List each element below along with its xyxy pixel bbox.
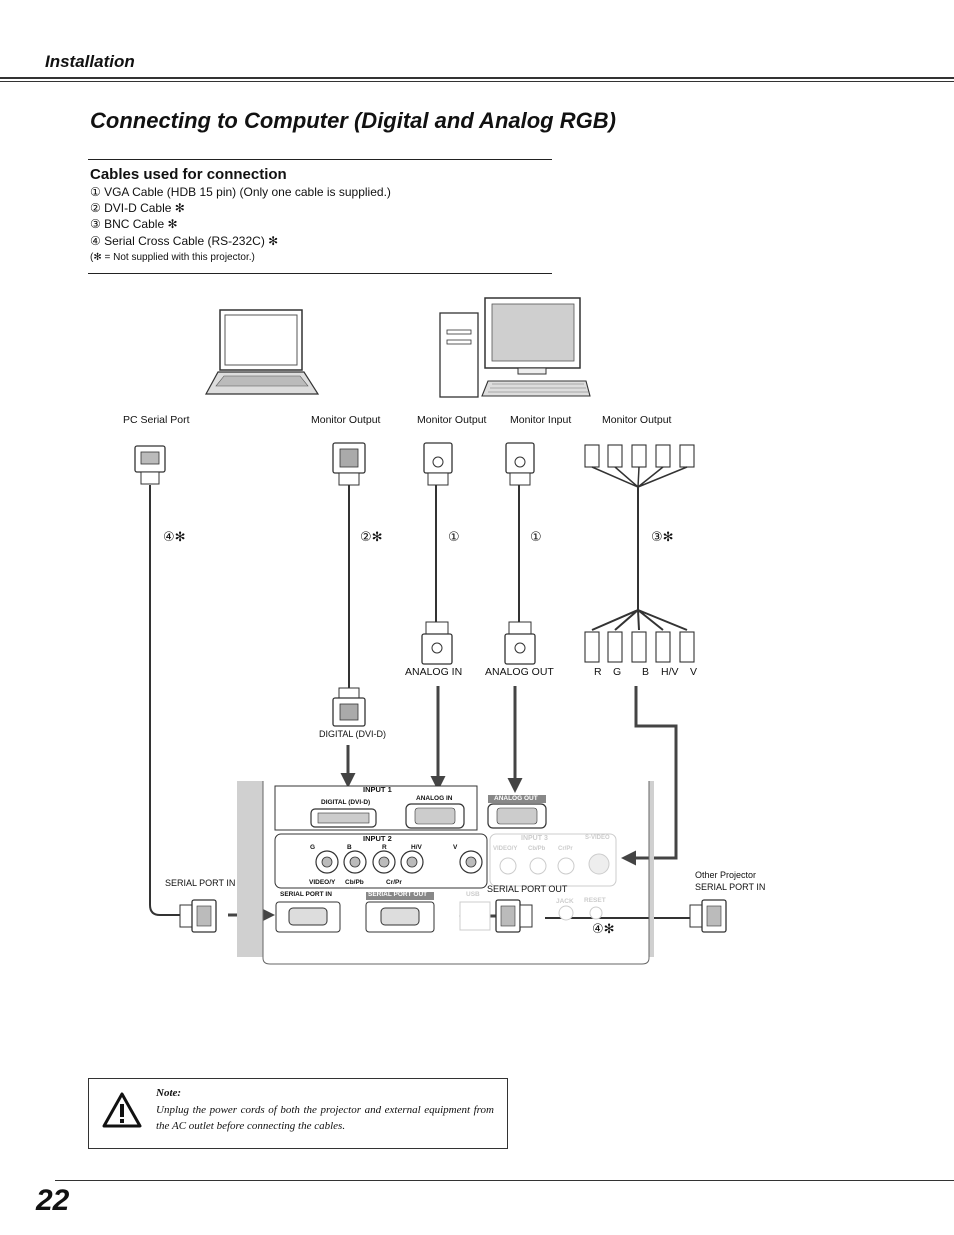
cables-heading: Cables used for connection [90, 166, 287, 183]
bnc-plug-icon [584, 631, 695, 663]
panel-bnc-b: B [347, 844, 352, 851]
note-text: Unplug the power cords of both the proje… [156, 1104, 494, 1132]
cable-marker: ④✻ [163, 529, 186, 544]
label-monitor-output: Monitor Output [311, 414, 381, 426]
bnc-connector-icon [584, 444, 695, 488]
footer-rule [55, 1180, 954, 1181]
label-bnc-r: R [594, 666, 602, 678]
page-title: Connecting to Computer (Digital and Anal… [90, 108, 616, 133]
label-bnc-hv: H/V [661, 666, 679, 678]
panel-jack: JACK [556, 898, 574, 905]
panel-input3-cb: Cb/Pb [528, 846, 546, 852]
cable-marker: ④✻ [592, 921, 615, 936]
panel-serial-out: SERIAL PORT OUT [368, 891, 428, 898]
projector-panel [237, 781, 654, 965]
panel-bnc-v: V [453, 844, 458, 851]
dvi-plug-icon [332, 687, 366, 727]
panel-usb: USB [466, 891, 480, 898]
panel-reset: RESET [584, 897, 606, 904]
panel-serial-in: SERIAL PORT IN [280, 891, 332, 898]
panel-bnc-hv: H/V [411, 844, 422, 851]
panel-input3: INPUT 3 [521, 835, 548, 842]
cables-bottom-rule [88, 273, 552, 274]
label-serial-port-in: SERIAL PORT IN [165, 878, 236, 888]
cable-item: ③ BNC Cable ✻ [90, 217, 178, 231]
page-number: 22 [36, 1184, 70, 1217]
cables-top-rule [88, 159, 552, 160]
panel-video-y: VIDEO/Y [309, 879, 336, 886]
panel-input1: INPUT 1 [363, 785, 392, 794]
section-title: Installation [45, 52, 135, 71]
dvi-connector-icon [332, 442, 366, 486]
serial-plug-icon [495, 899, 533, 933]
cable-marker: ① [448, 529, 460, 544]
label-monitor-input: Monitor Input [510, 414, 572, 426]
panel-bnc-r: R [382, 844, 387, 851]
panel-s-video: S-VIDEO [585, 835, 610, 841]
label-bnc-v: V [690, 666, 698, 678]
label-bnc-g: G [613, 666, 622, 678]
panel-input3-cr: Cr/Pr [558, 846, 573, 852]
laptop-icon [204, 309, 320, 395]
label-bnc-b: B [642, 666, 650, 678]
panel-digital: DIGITAL (DVI-D) [321, 799, 371, 806]
cable-marker: ②✻ [360, 529, 383, 544]
panel-cb-pb: Cb/Pb [345, 879, 364, 886]
desktop-computer-icon [439, 297, 591, 398]
label-monitor-output: Monitor Output [417, 414, 487, 426]
cable-item: ② DVI-D Cable ✻ [90, 201, 185, 215]
panel-input2: INPUT 2 [363, 834, 392, 843]
serial-plug-icon [179, 899, 217, 933]
vga-connector-icon [505, 442, 535, 486]
header-rule-thin [0, 81, 954, 82]
header-rule [0, 77, 954, 79]
cable-marker: ① [530, 529, 542, 544]
vga-plug-icon [421, 621, 453, 665]
cable-item: ④ Serial Cross Cable (RS-232C) ✻ [90, 234, 279, 248]
panel-cr-pr: Cr/Pr [386, 879, 402, 886]
warning-icon [102, 1092, 142, 1128]
label-pc-serial-port: PC Serial Port [123, 414, 190, 426]
note-box: Note: Unplug the power cords of both the… [88, 1078, 508, 1149]
label-digital-dvi-d: DIGITAL (DVI-D) [319, 729, 386, 739]
panel-analog-out: ANALOG OUT [494, 795, 538, 802]
vga-connector-icon [423, 442, 453, 486]
label-monitor-output: Monitor Output [602, 414, 672, 426]
cable-item: ① VGA Cable (HDB 15 pin) (Only one cable… [90, 185, 391, 199]
cables-note: (✻ = Not supplied with this projector.) [90, 252, 255, 263]
label-analog-in: ANALOG IN [405, 666, 463, 678]
vga-plug-icon [504, 621, 536, 665]
label-other-projector-serial-in: SERIAL PORT IN [695, 882, 766, 892]
note-heading: Note: [156, 1087, 182, 1099]
cable-marker: ③✻ [651, 529, 674, 544]
label-serial-port-out: SERIAL PORT OUT [487, 884, 568, 894]
label-other-projector: Other Projector [695, 870, 757, 880]
label-analog-out: ANALOG OUT [485, 666, 554, 678]
panel-analog-in: ANALOG IN [416, 795, 453, 802]
panel-bnc-g: G [310, 844, 316, 851]
serial-connector-icon [134, 445, 166, 485]
serial-plug-icon [689, 899, 727, 933]
panel-input3-video: VIDEO/Y [493, 846, 518, 852]
cable-lines [149, 485, 688, 916]
